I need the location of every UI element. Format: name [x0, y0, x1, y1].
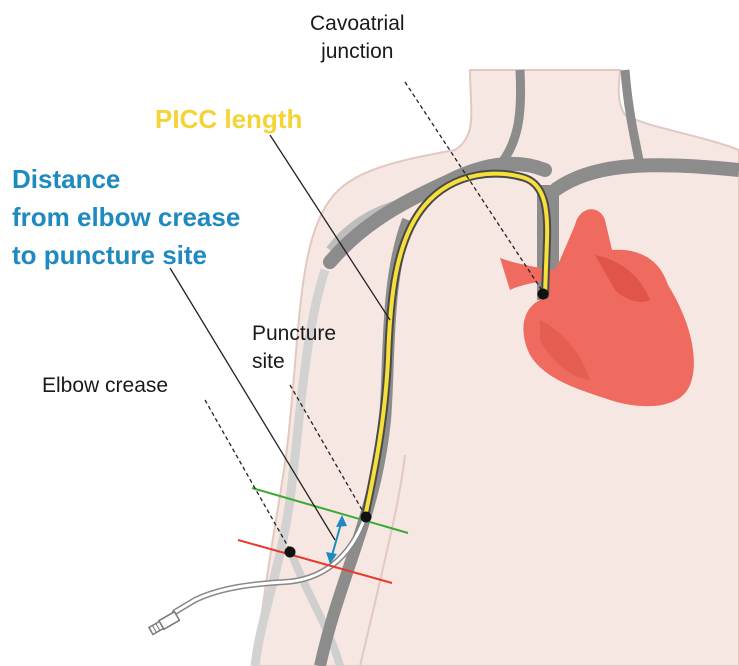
- distance-label-line2: from elbow crease: [12, 198, 240, 236]
- puncture-site-label: Puncture site: [252, 320, 336, 376]
- cavoatrial-label-line2: junction: [310, 38, 405, 66]
- catheter-hub: [148, 612, 179, 636]
- puncture-dot: [361, 512, 372, 523]
- distance-label-line3: to puncture site: [12, 236, 240, 274]
- puncture-site-label-line2: site: [252, 348, 336, 376]
- elbow-crease-label: Elbow crease: [42, 372, 168, 400]
- distance-label: Distance from elbow crease to puncture s…: [12, 160, 240, 274]
- distance-label-line1: Distance: [12, 160, 240, 198]
- elbow-crease-dot: [285, 547, 296, 558]
- cavoatrial-dot: [538, 289, 549, 300]
- cavoatrial-label-line1: Cavoatrial: [310, 10, 405, 38]
- cavoatrial-label: Cavoatrial junction: [310, 10, 405, 66]
- puncture-site-label-line1: Puncture: [252, 320, 336, 348]
- picc-length-label: PICC length: [155, 103, 302, 135]
